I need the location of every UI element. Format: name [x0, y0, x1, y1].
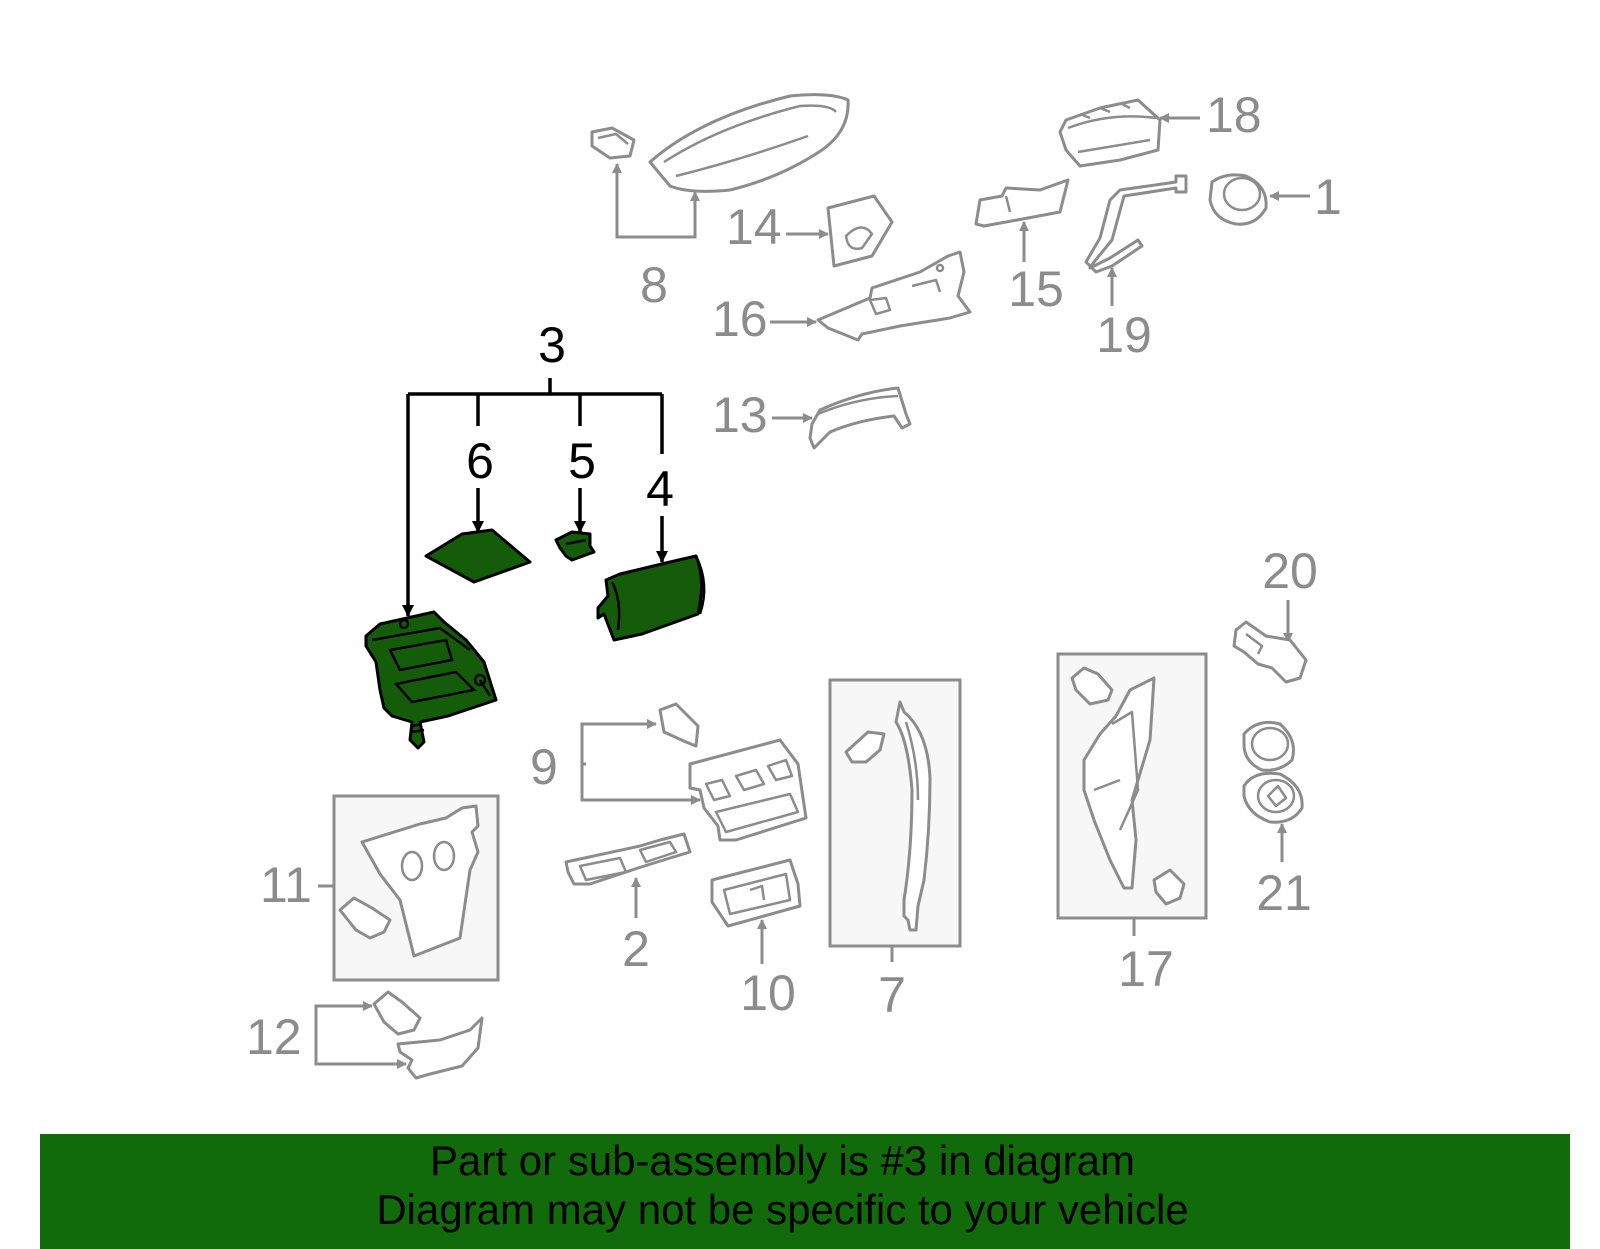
part-11-group: 11	[260, 794, 500, 982]
part-18	[1058, 98, 1162, 168]
part-1	[1208, 173, 1268, 226]
callout-21: 21	[1256, 865, 1312, 921]
banner-line-2: Diagram may not be specific to your vehi…	[376, 1186, 1189, 1233]
part-9-group: 9	[530, 702, 808, 842]
part-7-group: 7	[828, 678, 962, 1023]
callout-7: 7	[878, 967, 906, 1023]
part-12-group: 12	[246, 990, 484, 1080]
parts-diagram: 8 14 16 15 18 19	[246, 87, 1342, 1080]
part-17-group: 17	[1056, 652, 1208, 997]
part-8-cover	[648, 93, 850, 193]
banner-line-1: Part or sub-assembly is #3 in diagram	[430, 1137, 1135, 1184]
callout-9: 9	[530, 739, 558, 795]
callout-13: 13	[712, 387, 768, 443]
part-15	[974, 178, 1070, 228]
part-18-group: 18	[1058, 87, 1262, 168]
part-12-clip	[372, 990, 422, 1036]
callout-17: 17	[1118, 941, 1174, 997]
part-13	[808, 386, 912, 450]
part-14-group: 14	[726, 194, 894, 268]
part-7-trim	[894, 700, 932, 932]
part-2	[564, 832, 692, 886]
callout-8: 8	[640, 257, 668, 313]
part-4	[596, 554, 703, 642]
part-12-trim	[396, 1016, 484, 1080]
info-banner: Part or sub-assembly is #3 in diagram Di…	[40, 1134, 1570, 1249]
part-21-lower	[1242, 771, 1304, 824]
part-15-group: 15	[974, 178, 1070, 317]
part-8-bracket	[590, 126, 636, 160]
part-1-group: 1	[1208, 169, 1342, 226]
part-8-group: 8	[590, 93, 850, 313]
part-17-clip-bottom	[1152, 868, 1186, 906]
callout-6: 6	[466, 433, 494, 489]
part-19	[1084, 174, 1188, 274]
part-20-group: 20	[1232, 543, 1318, 684]
part-19-group: 19	[1084, 174, 1188, 363]
part-16	[816, 250, 972, 342]
part-16-group: 16	[712, 250, 972, 347]
part-17-clip-top	[1070, 666, 1114, 706]
part-11-clip	[338, 896, 392, 940]
callout-2: 2	[622, 921, 650, 977]
callout-10: 10	[740, 965, 796, 1021]
callout-19: 19	[1096, 307, 1152, 363]
callout-15: 15	[1008, 261, 1064, 317]
callout-14: 14	[726, 199, 782, 255]
part-17-panel	[1082, 676, 1156, 890]
part-6	[424, 528, 532, 584]
part-3-group: 3 6 5 4	[364, 317, 706, 750]
callout-20: 20	[1262, 543, 1318, 599]
part-21-group: 21	[1242, 720, 1312, 921]
part-7-clip	[844, 730, 886, 764]
part-3-assembly	[364, 610, 498, 750]
part-14	[826, 194, 894, 268]
callout-11: 11	[260, 857, 312, 913]
callout-12: 12	[246, 1009, 302, 1065]
part-9-clip	[658, 702, 700, 748]
callout-16: 16	[712, 291, 768, 347]
part-2-group: 2	[564, 832, 692, 977]
callout-4: 4	[646, 461, 674, 517]
part-10-group: 10	[710, 858, 802, 1021]
part-20	[1232, 620, 1308, 684]
callout-18: 18	[1206, 87, 1262, 143]
callout-5: 5	[568, 433, 596, 489]
callout-3: 3	[538, 317, 566, 373]
callout-1: 1	[1314, 169, 1342, 225]
part-13-group: 13	[712, 386, 912, 450]
part-7-box	[828, 678, 962, 948]
part-5	[554, 530, 596, 562]
